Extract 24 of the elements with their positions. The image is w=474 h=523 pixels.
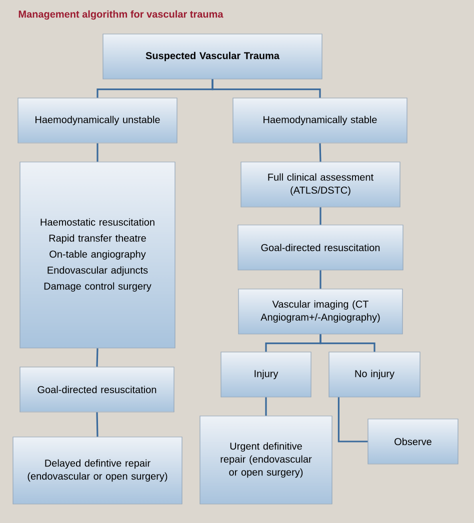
connector-line — [96, 412, 98, 437]
connector-line — [319, 143, 322, 162]
process-box: Goal-directed resuscitation — [20, 366, 174, 412]
connector-line — [338, 397, 368, 442]
process-box: Urgent definitive repair (endovascular or open surgery) — [200, 416, 332, 504]
connector-line — [320, 270, 322, 289]
process-box: Haemodynamically unstable — [18, 98, 178, 144]
process-box: No injury — [328, 352, 420, 398]
title: Management algorithm for vascular trauma — [18, 10, 224, 20]
connector-line — [96, 348, 98, 367]
connector-line — [265, 397, 267, 416]
connector-line — [320, 207, 322, 225]
process-box: Injury — [220, 352, 312, 398]
process-box: Full clinical assessment (ATLS/DSTC) — [240, 162, 400, 208]
process-box: Haemodynamically stable — [232, 98, 408, 144]
process-box: Haemostatic resuscitation Rapid transfer theatre On-table angiography Endovascular adjuncts Damage control surgery — [20, 162, 176, 348]
connector-line — [212, 79, 321, 98]
connector-line — [96, 143, 98, 162]
process-box: Vascular imaging (CT Angiogram+/-Angiography) — [238, 288, 403, 334]
process-box: Delayed defintive repair (endovascular or open surgery) — [12, 436, 182, 504]
process-box: Goal-directed resuscitation — [238, 224, 404, 270]
connector-line — [320, 334, 376, 352]
process-box: Suspected Vascular Trauma — [102, 34, 322, 80]
process-box: Observe — [368, 418, 458, 464]
